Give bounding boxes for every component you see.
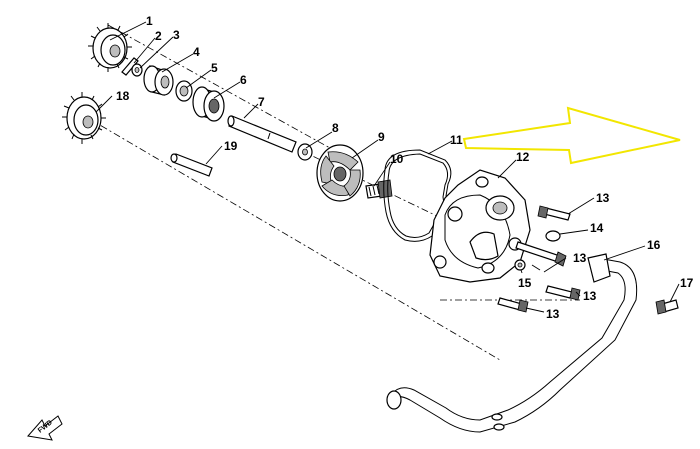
washer-part-3 xyxy=(131,63,143,77)
callout-18: 18 xyxy=(116,89,130,103)
callout-19: 19 xyxy=(224,139,238,153)
callout-13b: 13 xyxy=(573,251,587,265)
o-ring-part-14 xyxy=(545,230,561,242)
callout-13d: 13 xyxy=(546,307,560,321)
callout-13c: 13 xyxy=(583,289,597,303)
gear-part-18 xyxy=(62,92,106,144)
callout-2: 2 xyxy=(155,29,162,43)
callout-7: 7 xyxy=(258,95,265,109)
water-pipe-part-16 xyxy=(386,253,638,433)
shaft-part-7 xyxy=(227,115,297,153)
seal-part-5 xyxy=(175,80,193,102)
callout-10: 10 xyxy=(390,152,404,166)
callout-11: 11 xyxy=(450,133,463,147)
callout-14: 14 xyxy=(590,221,604,235)
bolt-part-13a xyxy=(537,205,571,221)
callout-9: 9 xyxy=(378,130,385,144)
pin-part-2 xyxy=(121,57,139,76)
callout-17: 17 xyxy=(680,276,694,290)
callout-4: 4 xyxy=(193,45,200,59)
pin-part-19 xyxy=(170,153,213,177)
callout-16: 16 xyxy=(647,238,661,252)
bolt-part-13c xyxy=(545,285,581,301)
washer-part-15 xyxy=(514,259,526,271)
bolt-part-13b xyxy=(515,241,567,267)
gear-part-1 xyxy=(88,23,132,72)
callout-8: 8 xyxy=(332,121,339,135)
callout-12: 12 xyxy=(516,150,530,164)
callout-15: 15 xyxy=(518,276,532,290)
fwd-direction-arrow: FWD xyxy=(27,415,63,441)
bolt-part-10 xyxy=(365,179,393,199)
callout-1: 1 xyxy=(146,14,153,28)
screw-part-17 xyxy=(655,299,679,315)
impeller-part-9 xyxy=(316,144,364,202)
oil-seal-part-6 xyxy=(192,86,225,122)
callout-5: 5 xyxy=(211,61,218,75)
callout-labels: 1 2 3 4 5 6 7 8 9 10 11 12 13 13 13 13 1… xyxy=(116,14,694,321)
bolt-part-13d xyxy=(497,297,529,313)
leader-lines xyxy=(95,21,680,313)
callout-6: 6 xyxy=(240,73,247,87)
callout-13a: 13 xyxy=(596,191,610,205)
washer-part-8 xyxy=(297,143,313,161)
pump-cover-part-12 xyxy=(429,169,531,283)
highlight-arrow xyxy=(462,106,681,165)
callout-3: 3 xyxy=(173,28,180,42)
bearing-part-4 xyxy=(143,65,174,96)
